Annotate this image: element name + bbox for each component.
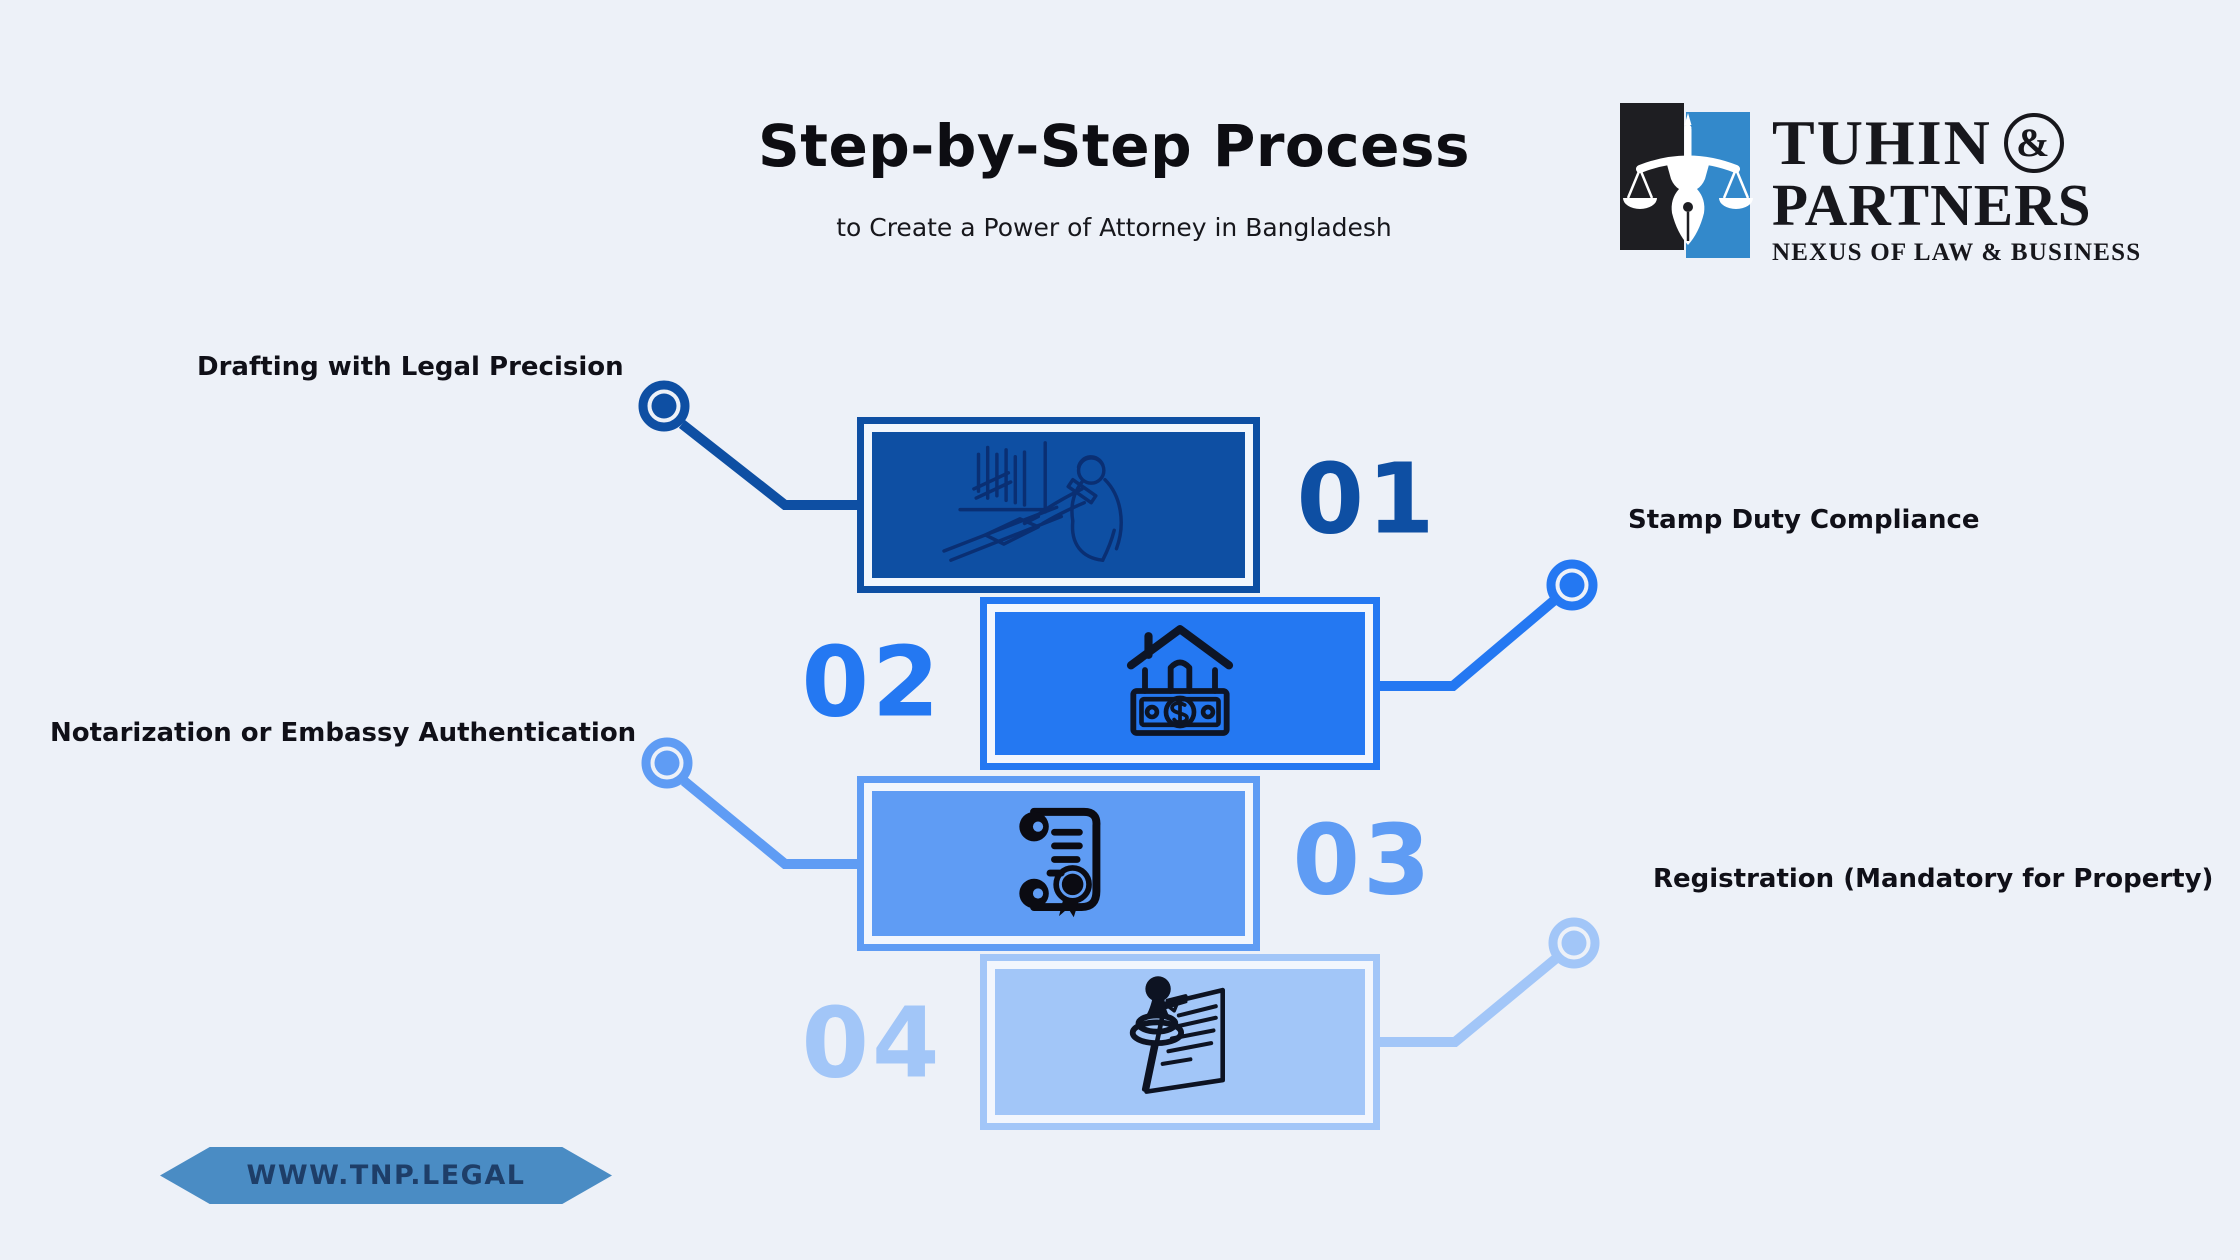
page-title: Step-by-Step Process [757, 112, 1471, 180]
company-name: TUHIN & PARTNERS NEXUS OF LAW & BUSINESS [1772, 107, 2142, 267]
step-image-panel-1 [857, 417, 1260, 593]
step-image-panel-2 [980, 597, 1380, 770]
step-number-1: 01 [1296, 442, 1438, 556]
connector-step-1 [638, 380, 857, 510]
scroll-seal-icon [1018, 807, 1100, 917]
page-subtitle: to Create a Power of Attorney in Banglad… [836, 213, 1392, 242]
step-label-1: Drafting with Legal Precision [197, 352, 624, 382]
step-number-4: 04 [801, 986, 943, 1100]
logo-word-2: PARTNERS [1772, 172, 2092, 238]
logo-ampersand: & [2003, 113, 2064, 173]
step-image-panel-3 [857, 776, 1260, 951]
website-banner: WWW.TNP.LEGAL [160, 1147, 612, 1204]
logo-tagline: NEXUS OF LAW & BUSINESS [1772, 239, 2142, 266]
logo-word-1: TUHIN [1772, 107, 1992, 178]
company-logo [1618, 101, 1758, 263]
website-url: WWW.TNP.LEGAL [246, 1160, 526, 1191]
step-image-panel-4 [980, 954, 1380, 1130]
connector-step-2 [1380, 559, 1598, 691]
stamp-document-icon [1129, 976, 1225, 1094]
house-money-icon [1126, 624, 1234, 736]
scales-of-justice-pen-icon [1620, 103, 1753, 258]
step-label-4: Registration (Mandatory for Property) [1653, 864, 2214, 894]
step-number-2: 02 [801, 625, 943, 739]
person-writing-icon [941, 441, 1123, 562]
step-label-2: Stamp Duty Compliance [1628, 505, 1980, 535]
step-label-3: Notarization or Embassy Authentication [50, 718, 637, 748]
connector-step-3 [641, 737, 857, 869]
step-number-3: 03 [1292, 803, 1434, 917]
connector-step-4 [1380, 917, 1600, 1047]
